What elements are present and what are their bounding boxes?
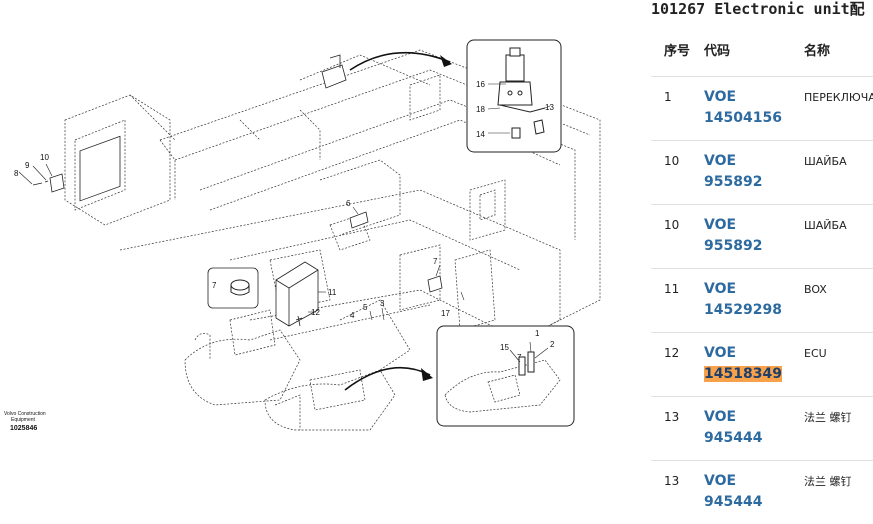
part-code-prefix: VOE	[704, 89, 737, 105]
table-row: 12 VOE 14518349 ECU	[651, 332, 873, 397]
callout-9: 8	[14, 169, 19, 178]
row-seq: 12	[651, 332, 691, 397]
table-row: 13 VOE 945444 法兰 螺钉	[651, 460, 873, 524]
table-row: 11 VOE 14529298 BOX	[651, 268, 873, 333]
table-row: 10 VOE 955892 ШАЙБА	[651, 140, 873, 205]
part-code-number: 955892	[704, 238, 763, 254]
row-seq: 10	[651, 204, 691, 269]
table-row: 1 VOE 14504156 ПЕРЕКЛЮЧАТ	[651, 76, 873, 141]
part-code-number: 955892	[704, 174, 763, 190]
callout-7b: 7	[433, 257, 438, 266]
header-code: 代码	[691, 26, 791, 77]
diagram-callouts: 10 9 8 11 12 7 6 7 5 4 3 17 16 18 14 13 …	[14, 80, 555, 362]
part-code-prefix: VOE	[704, 345, 737, 361]
callout-18: 17	[441, 309, 450, 318]
callout-17: 16	[476, 80, 485, 89]
row-name: 法兰 螺钉	[791, 460, 873, 524]
table-header-row: 序号 代码 名称	[651, 26, 873, 77]
part-code-link[interactable]: VOE 955892	[704, 217, 762, 254]
callout-11: 10	[40, 153, 49, 162]
part-code-prefix: VOE	[704, 473, 737, 489]
header-seq: 序号	[651, 26, 691, 77]
part-code-link[interactable]: VOE 14504156	[704, 89, 782, 126]
part-code-link[interactable]: VOE 14529298	[704, 281, 782, 318]
callout-3: 3	[380, 299, 385, 308]
callout-7a: 6	[346, 199, 351, 208]
row-seq: 11	[651, 268, 691, 333]
callout-8: 7	[212, 281, 217, 290]
part-code-number: 14504156	[704, 110, 782, 126]
diagram-drawing: 10 9 8 11 12 7 6 7 5 4 3 17 16 18 14 13 …	[4, 39, 601, 432]
page-title: 101267 Electronic unit配	[651, 0, 865, 18]
part-code-number: 14529298	[704, 302, 782, 318]
row-code: VOE 945444	[691, 460, 791, 524]
row-code: VOE 14518349	[691, 332, 791, 397]
exploded-parts-diagram: 10 9 8 11 12 7 6 7 5 4 3 17 16 18 14 13 …	[4, 39, 601, 432]
callout-2: 2	[550, 340, 555, 349]
part-code-prefix: VOE	[704, 281, 737, 297]
callout-12: 11	[328, 288, 337, 297]
callout-13: 12	[311, 308, 320, 317]
callout-16: 15	[500, 343, 509, 352]
header-name: 名称	[791, 26, 873, 77]
part-code-link[interactable]: VOE 955892	[704, 153, 762, 190]
diagram-reference: 1025846	[10, 425, 37, 432]
parts-table-body: 1VOE14504156ПЕРЕКЛЮЧАТ10VOE955892ШАЙБА10…	[651, 76, 873, 524]
row-code: VOE 955892	[691, 204, 791, 269]
part-code-link[interactable]: VOE 14518349	[704, 345, 782, 382]
row-name: BOX	[791, 268, 873, 333]
part-code-prefix: VOE	[704, 409, 737, 425]
brand-line-2: Equipment	[11, 417, 36, 423]
callout-10: 9	[25, 161, 30, 170]
callout-5: 5	[363, 303, 368, 312]
row-name: ШАЙБА	[791, 140, 873, 205]
part-code-prefix: VOE	[704, 153, 737, 169]
parts-table: 序号 代码 名称 1VOE14504156ПЕРЕКЛЮЧАТ10VOE9558…	[651, 26, 873, 524]
callout-19: 18	[476, 105, 485, 114]
part-code-link[interactable]: VOE 945444	[704, 473, 762, 510]
row-name: ШАЙБА	[791, 204, 873, 269]
part-code-number: 945444	[704, 494, 763, 510]
part-code-number: 14518349	[704, 366, 782, 382]
row-code: VOE 14529298	[691, 268, 791, 333]
row-code: VOE 945444	[691, 396, 791, 461]
callout-1: 1	[535, 329, 540, 338]
row-seq: 10	[651, 140, 691, 205]
callout-15: 14	[476, 130, 485, 139]
callout-14: 13	[545, 103, 554, 112]
row-seq: 13	[651, 460, 691, 524]
row-name: ПЕРЕКЛЮЧАТ	[791, 76, 873, 141]
row-seq: 1	[651, 76, 691, 141]
part-code-link[interactable]: VOE 945444	[704, 409, 762, 446]
callout-6: 7	[517, 353, 522, 362]
row-code: VOE 955892	[691, 140, 791, 205]
part-code-number: 945444	[704, 430, 763, 446]
row-seq: 13	[651, 396, 691, 461]
row-name: 法兰 螺钉	[791, 396, 873, 461]
part-code-prefix: VOE	[704, 217, 737, 233]
row-name: ECU	[791, 332, 873, 397]
brand-line-1: Volvo Construction	[4, 411, 46, 417]
row-code: VOE 14504156	[691, 76, 791, 141]
callout-4: 4	[350, 311, 355, 320]
table-row: 13 VOE 945444 法兰 螺钉	[651, 396, 873, 461]
table-row: 10 VOE 955892 ШАЙБА	[651, 204, 873, 269]
